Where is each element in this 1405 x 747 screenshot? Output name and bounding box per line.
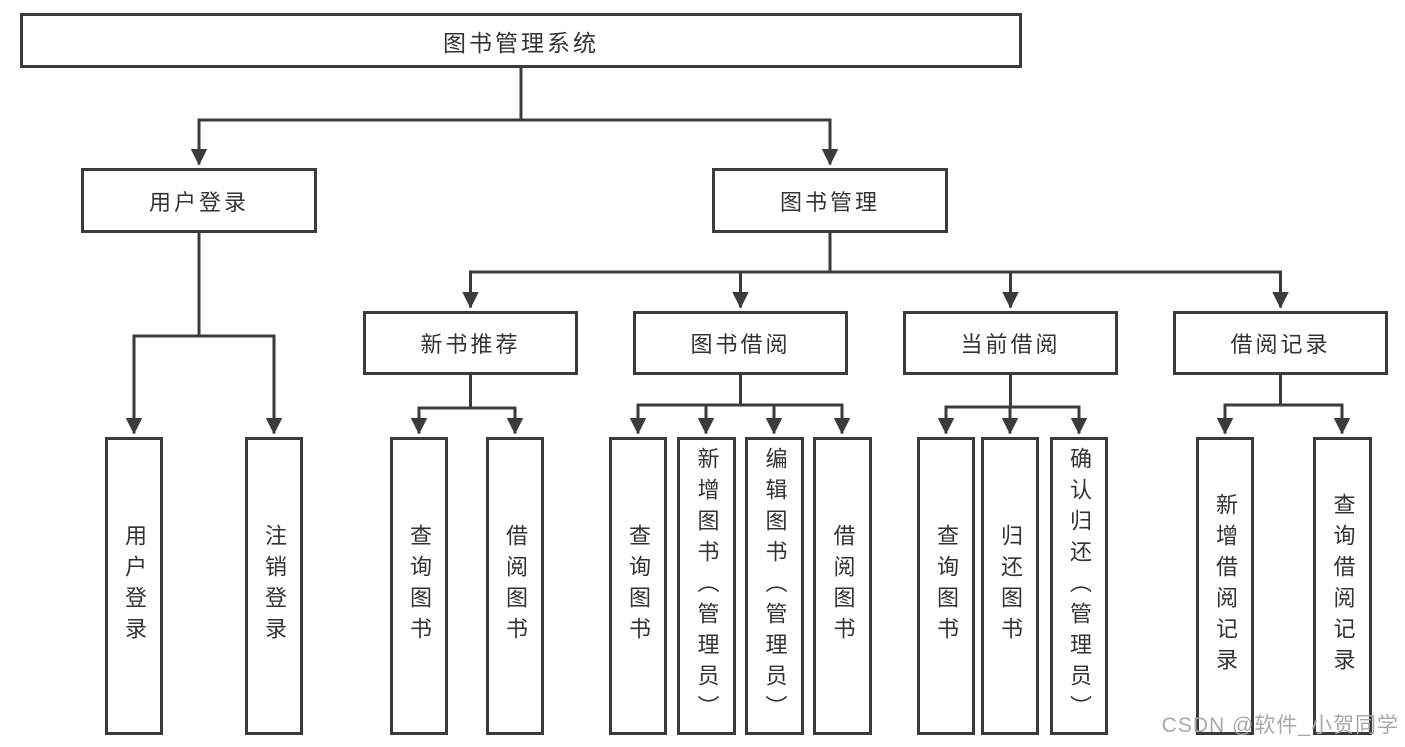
node-book-borrow-label: 图书借阅 — [690, 332, 791, 357]
node-user-login: 用户登录 — [81, 168, 317, 233]
leaf-bb-add-books-admin: 新增图书（管理员） — [677, 437, 736, 735]
leaf-br-add-record-label: 新增借阅记录 — [1213, 493, 1238, 679]
leaf-cb-return-books-label: 归还图书 — [998, 524, 1023, 648]
node-borrow-records: 借阅记录 — [1173, 311, 1388, 375]
leaf-br-query-record: 查询借阅记录 — [1313, 437, 1372, 735]
node-new-books-label: 新书推荐 — [420, 332, 521, 357]
leaf-cb-confirm-return-admin-label: 确认归还（管理员） — [1067, 446, 1092, 726]
connector-book-borrow-split — [636, 373, 844, 407]
leaf-br-add-record: 新增借阅记录 — [1196, 437, 1254, 735]
node-root-label: 图书管理系统 — [443, 29, 599, 56]
node-book-borrow: 图书借阅 — [633, 311, 848, 375]
leaf-nb-borrow-books-label: 借阅图书 — [503, 524, 528, 648]
leaf-nb-query-books-label: 查询图书 — [407, 524, 432, 648]
node-new-books: 新书推荐 — [363, 311, 578, 375]
leaf-bb-query-books-label: 查询图书 — [626, 524, 651, 648]
leaf-bb-edit-books-admin: 编辑图书（管理员） — [745, 437, 804, 735]
node-borrow-records-label: 借阅记录 — [1230, 332, 1331, 357]
leaf-cb-query-books: 查询图书 — [917, 437, 975, 735]
connector-current-borrow-split — [944, 373, 1081, 409]
connector-book-mgmt-split — [469, 231, 1282, 274]
leaf-bb-edit-books-admin-label: 编辑图书（管理员） — [762, 446, 788, 726]
connector-root-split — [197, 66, 832, 122]
connector-borrow-records-split — [1223, 373, 1344, 407]
node-book-mgmt-label: 图书管理 — [779, 189, 880, 215]
watermark: CSDN @软件_小贺同学 — [1161, 714, 1399, 737]
leaf-cb-query-books-label: 查询图书 — [934, 524, 959, 648]
leaf-br-query-record-label: 查询借阅记录 — [1330, 493, 1356, 679]
node-current-borrow-label: 当前借阅 — [960, 332, 1061, 357]
leaf-nb-query-books: 查询图书 — [390, 437, 448, 735]
leaf-bb-borrow-books-label: 借阅图书 — [830, 524, 856, 648]
node-book-mgmt: 图书管理 — [712, 168, 948, 233]
node-user-login-label: 用户登录 — [148, 189, 249, 215]
leaf-user-login-label: 用户登录 — [122, 524, 147, 648]
leaf-bb-add-books-admin-label: 新增图书（管理员） — [694, 446, 720, 726]
leaf-nb-borrow-books: 借阅图书 — [486, 437, 544, 735]
node-current-borrow: 当前借阅 — [903, 311, 1118, 375]
node-root: 图书管理系统 — [20, 13, 1022, 68]
leaf-bb-borrow-books: 借阅图书 — [813, 437, 872, 735]
leaf-cb-return-books: 归还图书 — [981, 437, 1039, 735]
leaf-cb-confirm-return-admin: 确认归还（管理员） — [1050, 437, 1108, 735]
leaf-logout: 注销登录 — [245, 437, 303, 735]
leaf-logout-label: 注销登录 — [262, 524, 287, 648]
leaf-bb-query-books: 查询图书 — [609, 437, 667, 735]
leaf-user-login: 用户登录 — [105, 437, 163, 735]
connector-new-books-split — [417, 373, 517, 410]
connector-user-login-split — [132, 231, 276, 338]
